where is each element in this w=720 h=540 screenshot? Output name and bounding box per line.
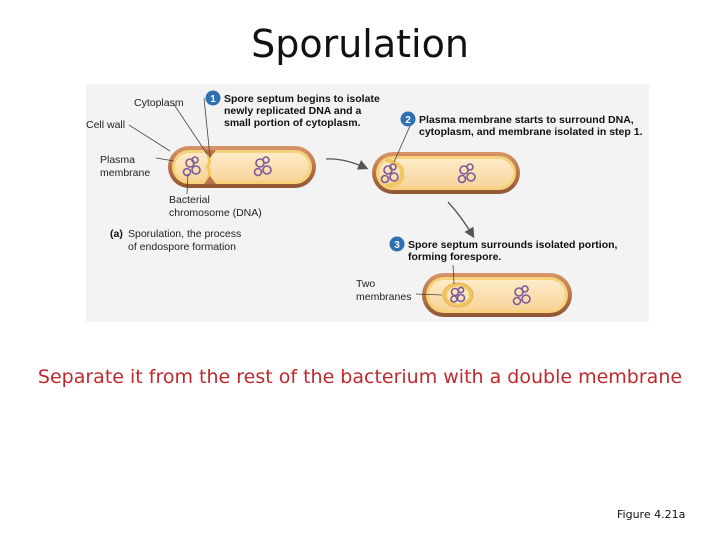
step-3: 3 Spore septum surrounds isolated portio… <box>389 236 618 263</box>
diagram-svg: Cytoplasm Cell wall Plasma membrane Bact… <box>86 90 643 317</box>
dna-icon <box>182 156 201 177</box>
dna-icon <box>253 156 272 177</box>
step-3-line-1: Spore septum surrounds isolated portion, <box>408 239 618 251</box>
step-3-badge <box>389 236 405 252</box>
dna-icon <box>512 285 531 306</box>
step-1-badge <box>205 90 221 106</box>
label-chromosome-2: chromosome (DNA) <box>169 207 262 219</box>
cell-step-1 <box>168 146 316 188</box>
step-2-number: 2 <box>405 115 411 126</box>
figure-reference: Figure 4.21a <box>617 508 686 521</box>
step-1: 1 Spore septum begins to isolate newly r… <box>205 90 380 129</box>
part-letter: (a) <box>110 228 123 240</box>
label-cell-wall: Cell wall <box>86 119 125 131</box>
dna-icon <box>450 286 466 303</box>
step-2-line-1: Plasma membrane starts to surround DNA, <box>419 114 634 126</box>
part-caption-1: Sporulation, the process <box>128 228 241 240</box>
slide-caption: Separate it from the rest of the bacteri… <box>37 366 683 388</box>
leader-lines <box>128 97 455 296</box>
step-1-line-1: Spore septum begins to isolate <box>224 93 380 105</box>
step-2-badge <box>400 111 416 127</box>
part-caption-2: of endospore formation <box>128 241 236 253</box>
label-plasma-2: membrane <box>100 167 150 179</box>
dna-icon <box>457 163 476 184</box>
process-arrows <box>325 158 475 239</box>
step-2: 2 Plasma membrane starts to surround DNA… <box>400 111 643 138</box>
step-1-number: 1 <box>210 94 216 105</box>
label-chromosome-1: Bacterial <box>169 194 210 206</box>
step-1-line-3: small portion of cytoplasm. <box>224 117 361 129</box>
label-cytoplasm: Cytoplasm <box>134 97 184 109</box>
step-1-line-2: newly replicated DNA and a <box>224 105 361 117</box>
label-plasma-1: Plasma <box>100 154 135 166</box>
label-two-membranes-1: Two <box>356 278 375 290</box>
slide-title: Sporulation <box>251 22 469 66</box>
sporulation-diagram: Cytoplasm Cell wall Plasma membrane Bact… <box>86 84 649 322</box>
step-3-number: 3 <box>394 240 400 251</box>
step-3-line-2: forming forespore. <box>408 251 501 263</box>
dna-icon <box>380 163 399 184</box>
label-two-membranes-2: membranes <box>356 291 411 303</box>
cell-step-3 <box>422 273 572 317</box>
step-2-line-2: cytoplasm, and membrane isolated in step… <box>419 126 643 138</box>
cell-step-2 <box>372 152 520 194</box>
